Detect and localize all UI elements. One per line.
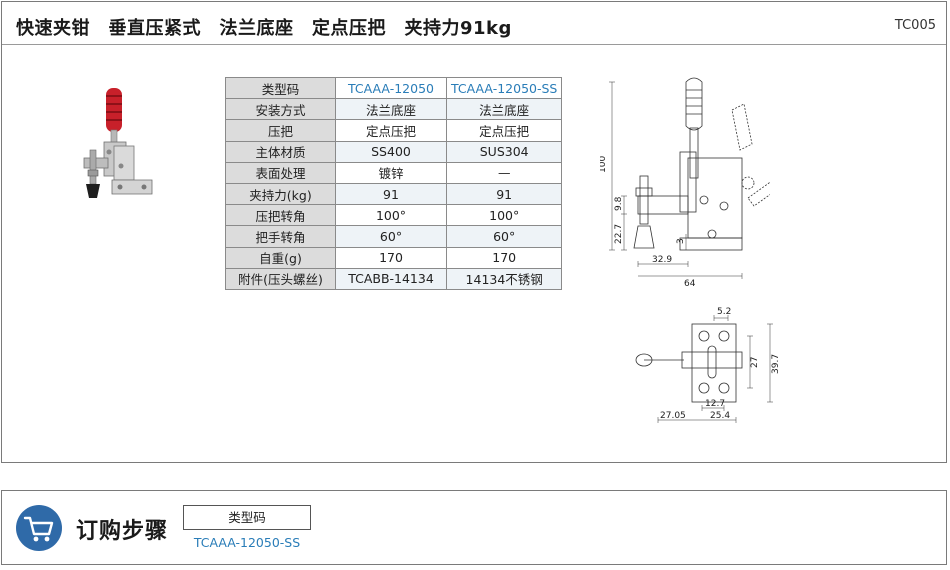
spec-row-label: 压把转角 bbox=[225, 204, 336, 227]
dim-22-7: 22.7 bbox=[614, 224, 624, 244]
spec-cell: 法兰底座 bbox=[335, 98, 447, 121]
page-title: 快速夹钳 垂直压紧式 法兰底座 定点压把 夹持力91kg bbox=[16, 18, 512, 39]
spec-cell: 60° bbox=[445, 225, 563, 248]
side-view-drawing: 100 9.8 22.7 3 32.9 64 bbox=[600, 77, 770, 288]
spec-cell: SUS304 bbox=[445, 140, 563, 163]
order-panel: 订购步骤 类型码 TCAAA-12050-SS bbox=[1, 490, 947, 565]
spec-row-label: 自重(g) bbox=[225, 246, 336, 269]
title-divider bbox=[2, 44, 946, 45]
order-type-code-value[interactable]: TCAAA-12050-SS bbox=[193, 535, 301, 550]
spec-cell: 100° bbox=[335, 204, 447, 227]
spec-cell: — bbox=[445, 161, 563, 184]
dim-3: 3 bbox=[676, 238, 686, 244]
dim-5-2: 5.2 bbox=[717, 307, 731, 317]
spec-cell: TCAAA-12050-SS bbox=[445, 76, 563, 100]
spec-cell: 14134不锈钢 bbox=[445, 267, 563, 290]
spec-cell: 定点压把 bbox=[445, 119, 563, 142]
spec-cell: 法兰底座 bbox=[445, 98, 563, 121]
shopping-cart-icon bbox=[23, 516, 54, 542]
spec-cell: SS400 bbox=[335, 140, 447, 163]
spec-cell: 镀锌 bbox=[335, 161, 447, 184]
spec-row-label: 主体材质 bbox=[225, 140, 336, 163]
spec-row-label: 夹持力(kg) bbox=[225, 182, 336, 206]
dim-64: 64 bbox=[684, 279, 696, 288]
spec-cell: 100° bbox=[445, 204, 563, 227]
spec-row: 压把定点压把定点压把 bbox=[225, 119, 563, 142]
spec-row-label: 附件(压头螺丝) bbox=[225, 267, 336, 290]
product-photo bbox=[83, 88, 153, 198]
order-steps-title: 订购步骤 bbox=[76, 519, 169, 544]
cart-badge bbox=[16, 505, 62, 551]
dim-32-9: 32.9 bbox=[652, 255, 672, 265]
spec-row: 表面处理镀锌— bbox=[225, 161, 563, 184]
spec-cell: TCABB-14134 bbox=[335, 267, 447, 290]
spec-cell: 91 bbox=[335, 182, 447, 206]
dim-height-total: 100 bbox=[600, 156, 608, 173]
top-view-drawing: 5.2 27 39.7 12.7 27.05 25.4 bbox=[635, 307, 781, 423]
dim-12-7: 12.7 bbox=[705, 399, 725, 409]
spec-row-label: 压把 bbox=[225, 119, 336, 142]
dim-27: 27 bbox=[750, 357, 760, 368]
spec-row-label: 安装方式 bbox=[225, 98, 336, 121]
dim-27-05: 27.05 bbox=[660, 411, 686, 421]
product-code: TC005 bbox=[894, 18, 936, 33]
spec-cell: 170 bbox=[445, 246, 563, 269]
spec-cell: 定点压把 bbox=[335, 119, 447, 142]
dim-25-4: 25.4 bbox=[710, 411, 730, 421]
spec-row-label: 把手转角 bbox=[225, 225, 336, 248]
spec-cell: 60° bbox=[335, 225, 447, 248]
spec-row-label: 类型码 bbox=[225, 76, 336, 100]
spec-row-label: 表面处理 bbox=[225, 161, 336, 184]
spec-cell: 170 bbox=[335, 246, 447, 269]
spec-row: 安装方式法兰底座法兰底座 bbox=[225, 98, 563, 121]
dim-9-8: 9.8 bbox=[614, 196, 624, 211]
order-type-code-label: 类型码 bbox=[183, 505, 311, 530]
spec-cell: TCAAA-12050 bbox=[335, 76, 447, 100]
dim-39-7: 39.7 bbox=[771, 354, 781, 374]
spec-cell: 91 bbox=[445, 182, 563, 206]
